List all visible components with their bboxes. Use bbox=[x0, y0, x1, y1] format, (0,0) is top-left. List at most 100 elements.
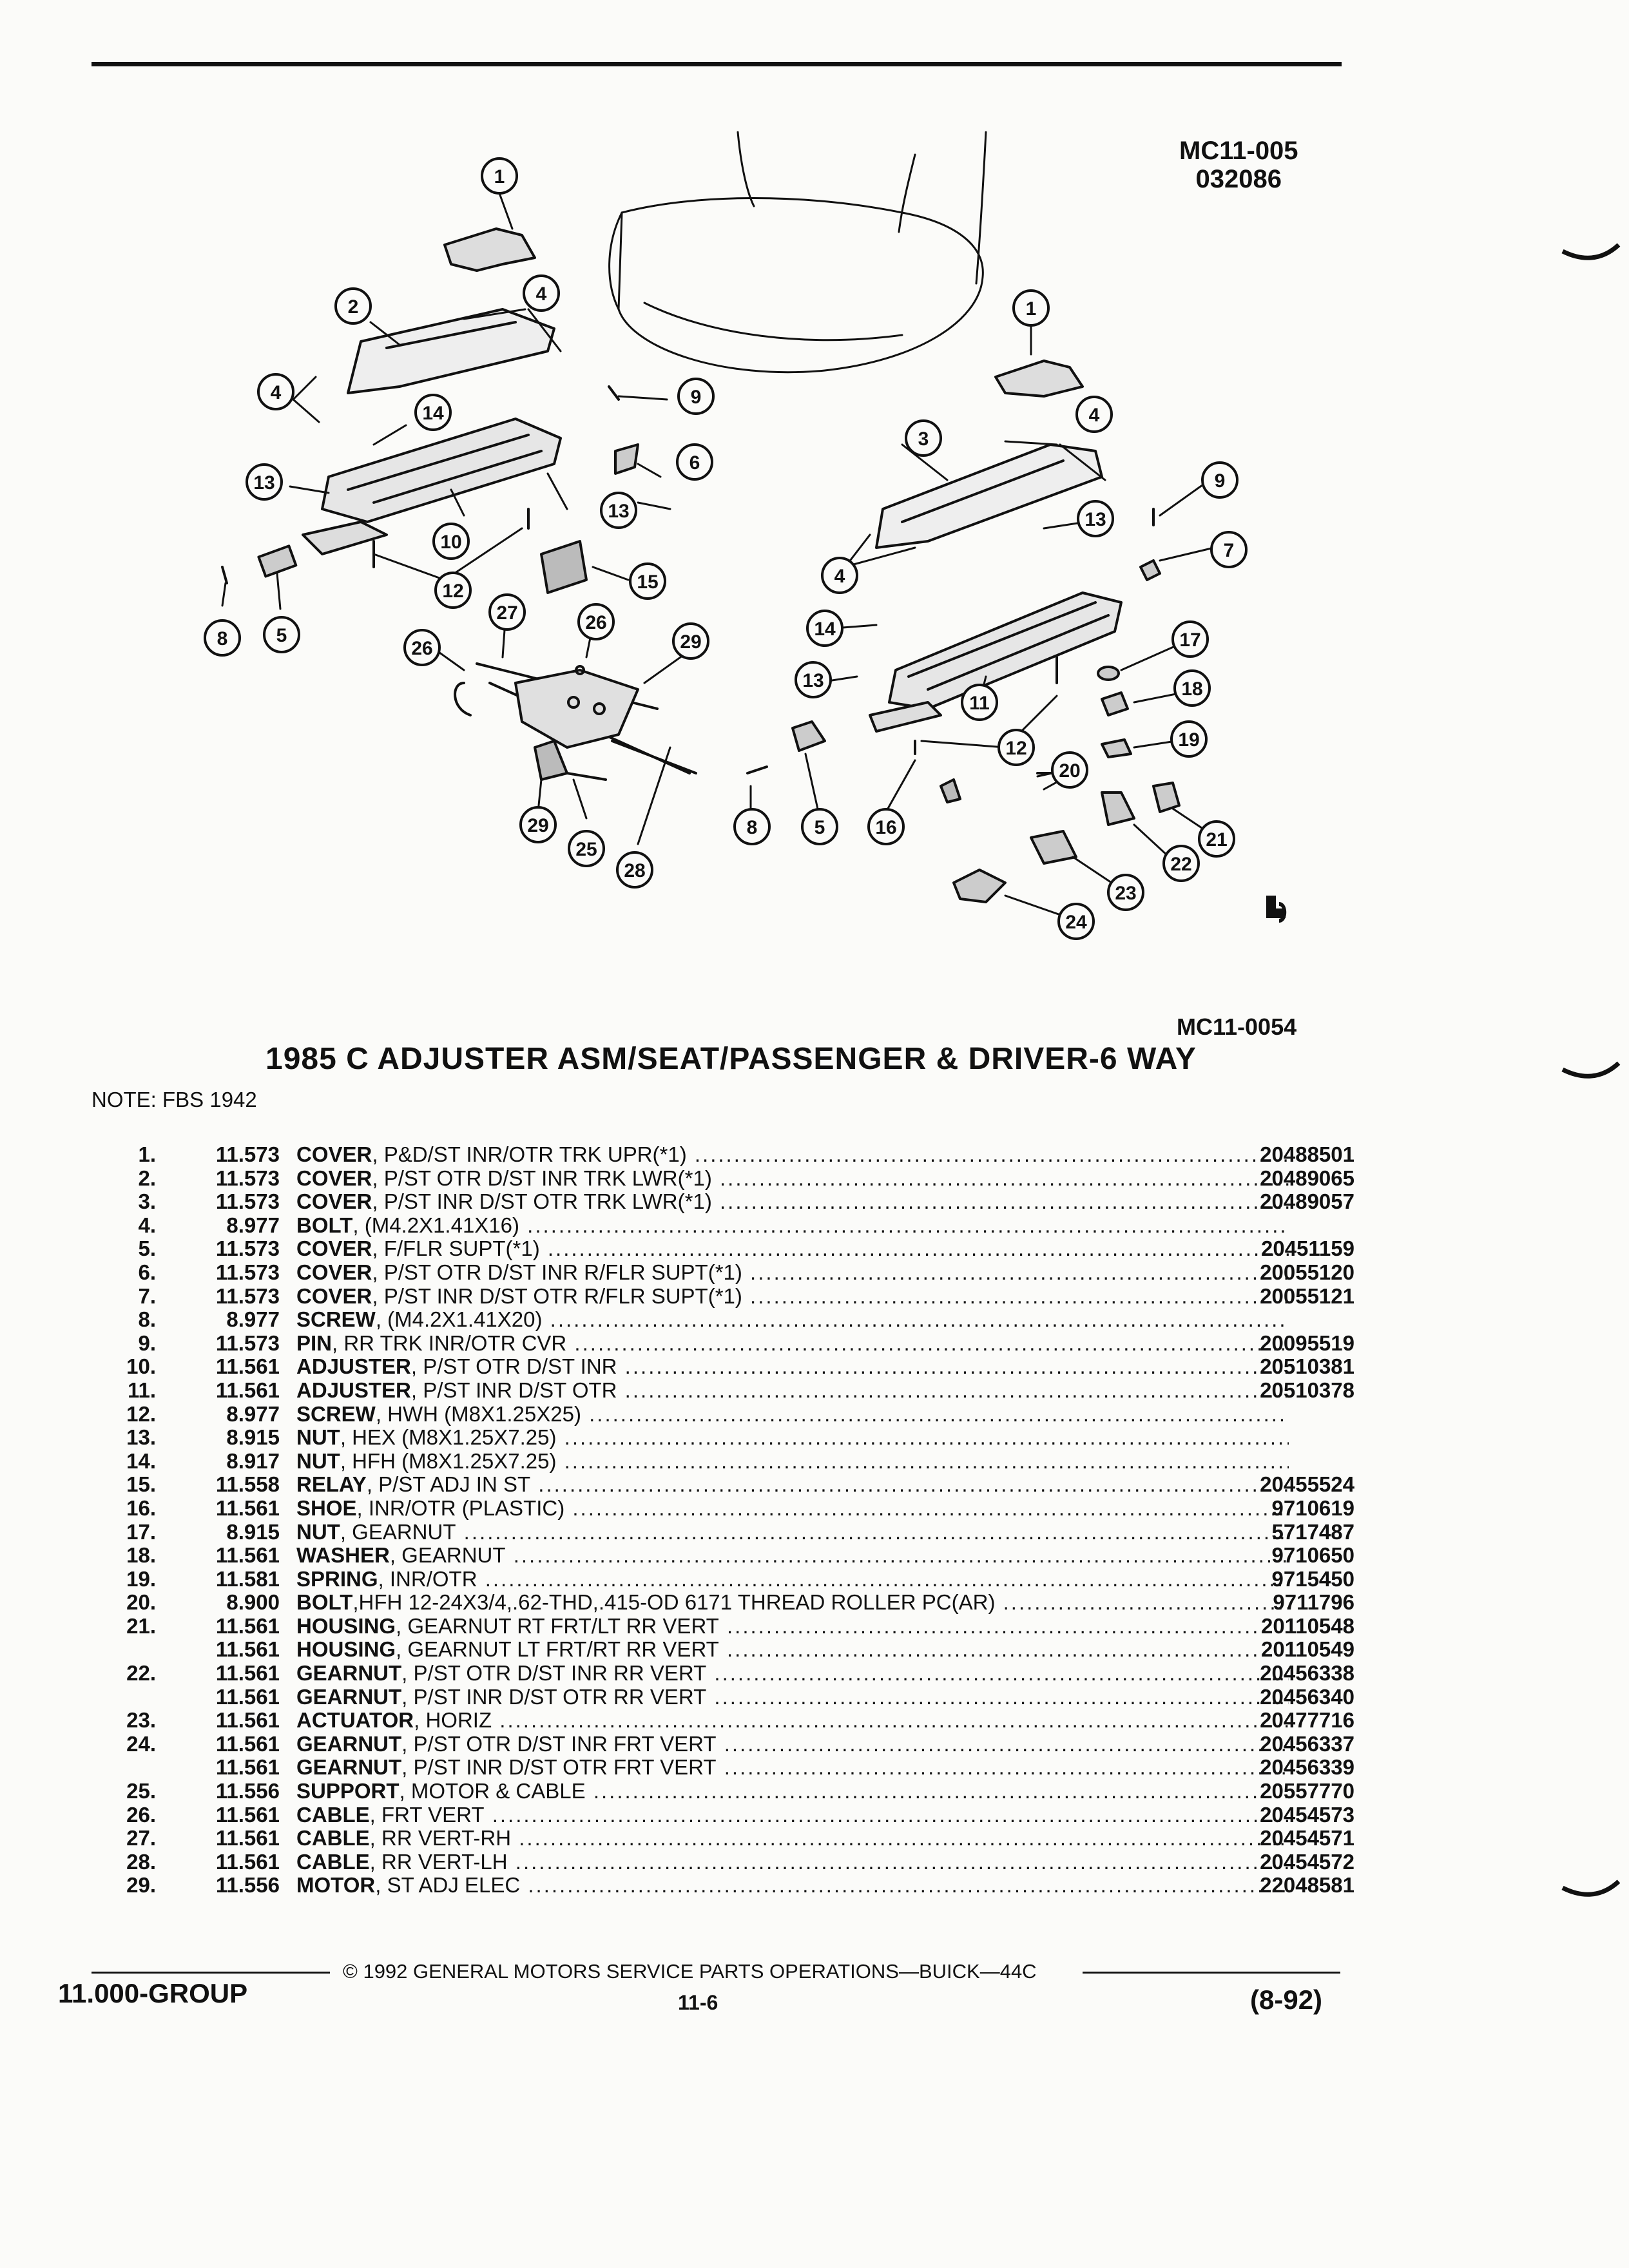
callout-label: 11 bbox=[969, 693, 990, 714]
part-number: 20454571 bbox=[1260, 1826, 1354, 1850]
code-line-1: MC11-005 bbox=[1179, 137, 1298, 165]
item-number: 23. bbox=[126, 1708, 156, 1733]
group-number: 11.573 bbox=[215, 1283, 280, 1308]
callout-label: 15 bbox=[637, 572, 658, 593]
part-detail: , GEARNUT bbox=[340, 1520, 456, 1544]
dot-leader: ........................................… bbox=[724, 1732, 1289, 1756]
dot-leader: ........................................… bbox=[714, 1662, 1289, 1686]
dot-leader: ........................................… bbox=[528, 1874, 1289, 1898]
callout-label: 4 bbox=[536, 284, 547, 305]
group-number: 11.573 bbox=[215, 1142, 280, 1166]
group-number: 11.561 bbox=[215, 1802, 280, 1827]
callout-4: 4 bbox=[1075, 396, 1113, 433]
part-name: COVER bbox=[296, 1237, 372, 1261]
part-name: SHOE bbox=[296, 1496, 357, 1520]
part-number: 20455524 bbox=[1260, 1472, 1354, 1497]
item-number: 14. bbox=[126, 1448, 156, 1473]
part-number: 9711796 bbox=[1273, 1590, 1354, 1615]
publisher-mark-icon bbox=[1266, 896, 1287, 923]
callout-4: 4 bbox=[821, 557, 858, 594]
part-number: 9715450 bbox=[1271, 1566, 1354, 1591]
part-detail: , HEX (M8X1.25X7.25) bbox=[340, 1426, 557, 1450]
group-number: 11.561 bbox=[215, 1613, 280, 1638]
item-number: 7. bbox=[138, 1283, 156, 1308]
part-description: CABLE, RR VERT-LH ......................… bbox=[296, 1850, 1289, 1874]
group-number: 8.900 bbox=[226, 1590, 280, 1615]
item-number: 16. bbox=[126, 1495, 156, 1520]
dot-leader: ........................................… bbox=[727, 1638, 1289, 1662]
part-number: 20510381 bbox=[1260, 1354, 1354, 1379]
callout-label: 5 bbox=[815, 817, 825, 838]
item-number: 5. bbox=[138, 1236, 156, 1261]
right-small-parts bbox=[914, 508, 1181, 903]
item-number: 20. bbox=[126, 1590, 156, 1615]
margin-mark-icon bbox=[1561, 1879, 1621, 1897]
callout-label: 6 bbox=[689, 452, 700, 474]
part-number: 22048581 bbox=[1260, 1873, 1354, 1898]
part-name: BOLT bbox=[296, 1591, 353, 1615]
part-name: COVER bbox=[296, 1166, 372, 1190]
callout-label: 22 bbox=[1170, 854, 1191, 875]
part-detail: , P/ST OTR D/ST INR TRK LWR(*1) bbox=[372, 1166, 712, 1190]
callout-19: 19 bbox=[1170, 720, 1208, 758]
part-name: CABLE bbox=[296, 1827, 370, 1850]
item-number: 1. bbox=[138, 1142, 156, 1166]
right-adjuster-track bbox=[869, 591, 1123, 733]
part-description: SHOE, INR/OTR (PLASTIC) ................… bbox=[296, 1497, 1289, 1520]
dot-leader: ........................................… bbox=[515, 1850, 1289, 1874]
part-description: BOLT, (M4.2X1.41X16) ...................… bbox=[296, 1214, 1289, 1237]
part-name: CABLE bbox=[296, 1850, 370, 1874]
item-number: 3. bbox=[138, 1189, 156, 1214]
group-number: 11.573 bbox=[215, 1331, 280, 1355]
item-number: 19. bbox=[126, 1566, 156, 1591]
item-number: 24. bbox=[126, 1731, 156, 1756]
group-number: 8.977 bbox=[226, 1307, 280, 1332]
callout-label: 1 bbox=[494, 166, 505, 187]
callout-6: 6 bbox=[676, 443, 713, 481]
dot-leader: ........................................… bbox=[1003, 1591, 1289, 1615]
part-number: 20110549 bbox=[1260, 1637, 1354, 1662]
part-detail: , HORIZ bbox=[414, 1709, 492, 1733]
group-label: 11.000-GROUP bbox=[58, 1978, 248, 2008]
item-number: 8. bbox=[138, 1307, 156, 1332]
group-number: 11.561 bbox=[215, 1378, 280, 1402]
dot-leader: ........................................… bbox=[750, 1260, 1289, 1284]
callout-12: 12 bbox=[998, 729, 1035, 766]
part-description: COVER, P/ST OTR D/ST INR R/FLR SUPT(*1) … bbox=[296, 1261, 1289, 1284]
right-upper-cover bbox=[875, 360, 1103, 549]
margin-mark-icon bbox=[1561, 1061, 1621, 1079]
part-detail: , P/ST INR D/ST OTR FRT VERT bbox=[401, 1756, 717, 1780]
left-small-parts bbox=[221, 385, 639, 594]
callout-label: 8 bbox=[747, 817, 758, 838]
top-rule bbox=[92, 62, 1342, 66]
left-bottom-small-parts bbox=[746, 720, 826, 774]
callout-14: 14 bbox=[414, 394, 452, 431]
group-number: 11.573 bbox=[215, 1166, 280, 1190]
callout-9: 9 bbox=[1201, 461, 1239, 499]
callout-20: 20 bbox=[1051, 751, 1088, 789]
part-description: BOLT,HFH 12-24X3/4,.62-THD,.415-OD 6171 … bbox=[296, 1591, 1289, 1614]
dot-leader: ........................................… bbox=[724, 1756, 1289, 1780]
callout-29: 29 bbox=[672, 622, 709, 660]
dot-leader: ........................................… bbox=[463, 1520, 1289, 1544]
part-description: NUT, HEX (M8X1.25X7.25) ................… bbox=[296, 1426, 1289, 1449]
callout-label: 13 bbox=[1084, 509, 1106, 530]
callout-label: 12 bbox=[1005, 738, 1027, 759]
part-name: PIN bbox=[296, 1331, 333, 1355]
parts-row: 20. 8.900 BOLT,HFH 12-24X3/4,.62-THD,.415-… bbox=[92, 1591, 1354, 1615]
callout-23: 23 bbox=[1107, 874, 1144, 911]
part-name: NUT bbox=[296, 1426, 340, 1450]
dot-leader: ........................................… bbox=[538, 1473, 1289, 1497]
callout-4: 4 bbox=[523, 274, 560, 312]
group-number: 11.561 bbox=[215, 1708, 280, 1733]
exploded-parts-diagram: 1 2 4 4 14 9 6 13 13 10 12 15 8 5 27 26 … bbox=[204, 131, 1287, 940]
callout-15: 15 bbox=[629, 562, 666, 600]
